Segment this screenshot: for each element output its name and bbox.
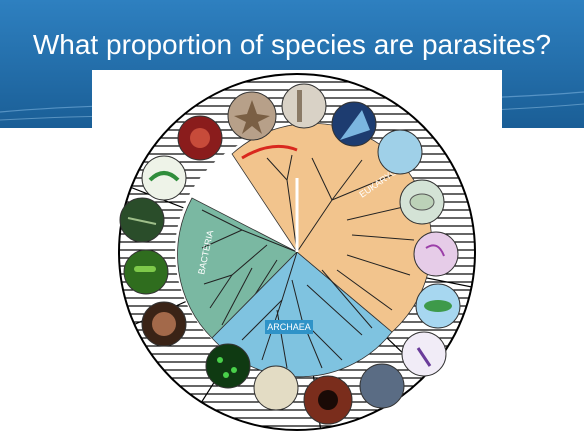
- slide-title: What proportion of species are parasites…: [0, 22, 584, 68]
- tree-of-life-figure: BACTERIA ARCHAEA: [92, 70, 502, 440]
- organism-photo-green-dots: [206, 344, 250, 388]
- organism-photo-amoeba: [402, 332, 446, 376]
- organism-photo-protist: [378, 130, 422, 174]
- organism-photo-trypanosome: [414, 232, 458, 276]
- organism-photo-fungus: [360, 364, 404, 408]
- organism-photo-tree: [282, 84, 326, 128]
- organism-photo-beige: [254, 366, 298, 410]
- archaea-label-box: ARCHAEA: [265, 320, 313, 334]
- archaea-label: ARCHAEA: [267, 322, 311, 332]
- organism-photo-green-spiral: [142, 156, 186, 200]
